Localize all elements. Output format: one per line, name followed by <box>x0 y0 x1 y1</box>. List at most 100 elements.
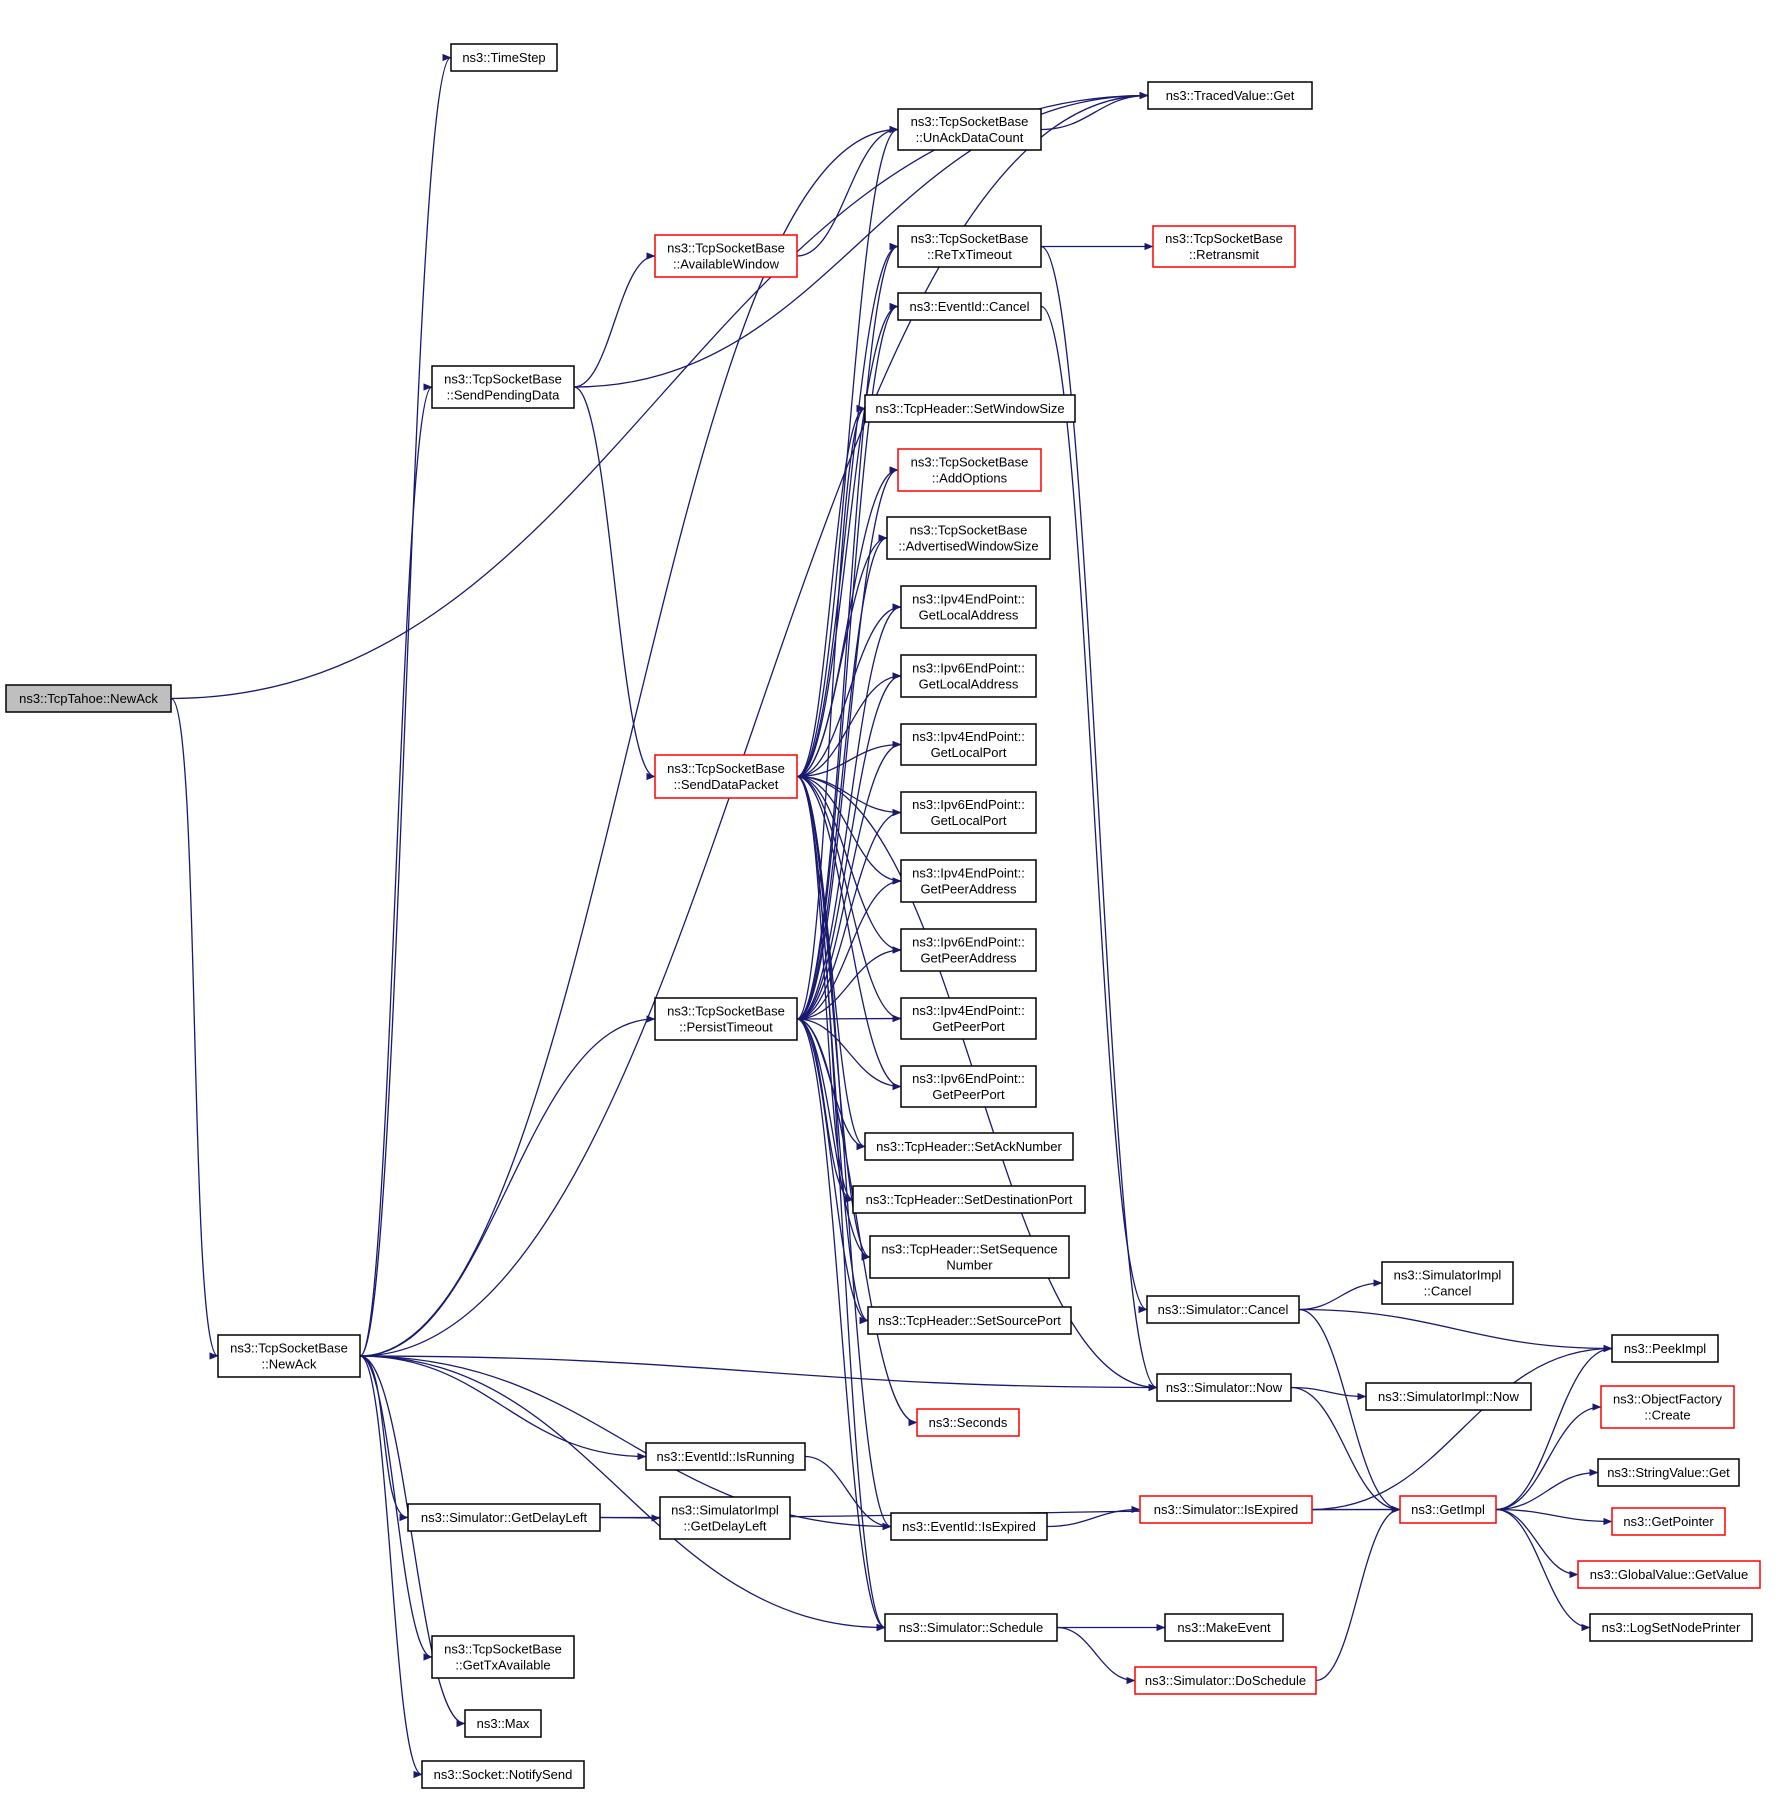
node-ip6localport[interactable]: ns3::Ipv6EndPoint::GetLocalPort <box>900 791 1037 834</box>
node-label: ns3::TcpHeader::SetDestinationPort <box>866 1192 1073 1207</box>
edge-newack-to-isexpired <box>359 1355 892 1531</box>
node-label: ns3::TcpHeader::SetSourcePort <box>878 1313 1061 1328</box>
node-box <box>897 292 1042 321</box>
node-newack[interactable]: ns3::TcpSocketBase::NewAck <box>217 1334 361 1378</box>
node-box <box>1139 1495 1313 1524</box>
edge-arrow <box>1298 1308 1613 1353</box>
node-box <box>900 928 1037 972</box>
edge-arrow <box>1495 1508 1579 1579</box>
node-gettx[interactable]: ns3::TcpSocketBase::GetTxAvailable <box>431 1635 575 1679</box>
node-schedule[interactable]: ns3::Simulator::Schedule <box>884 1613 1058 1642</box>
edge-newack-to-getdelayleft <box>359 1355 409 1522</box>
node-globalval[interactable]: ns3::GlobalValue::GetValue <box>1577 1560 1761 1589</box>
edge-simcancel-to-peekimpl <box>1298 1308 1613 1353</box>
node-peekimpl[interactable]: ns3::PeekImpl <box>1611 1334 1719 1363</box>
node-notifysend[interactable]: ns3::Socket::NotifySend <box>421 1760 585 1789</box>
node-simimplnow[interactable]: ns3::SimulatorImpl::Now <box>1365 1382 1532 1411</box>
edge-arrow <box>359 1355 886 1632</box>
node-ip4peeraddr[interactable]: ns3::Ipv4EndPoint::GetPeerAddress <box>900 859 1037 903</box>
edge-arrow <box>1046 1505 1141 1528</box>
node-availwin[interactable]: ns3::TcpSocketBase::AvailableWindow <box>654 234 798 278</box>
edge-arrow <box>573 91 1149 388</box>
node-isrunning[interactable]: ns3::EventId::IsRunning <box>645 1442 806 1471</box>
edge-arrow <box>1311 1344 1613 1511</box>
edge-arrow <box>1040 91 1149 131</box>
node-label: Number <box>946 1258 993 1273</box>
node-sendpending[interactable]: ns3::TcpSocketBase::SendPendingData <box>431 365 575 409</box>
node-label: ::AddOptions <box>932 471 1008 486</box>
node-label: ns3::Simulator::GetDelayLeft <box>421 1510 588 1525</box>
node-label: ns3::TcpHeader::SetWindowSize <box>875 401 1064 416</box>
node-setwindow[interactable]: ns3::TcpHeader::SetWindowSize <box>864 394 1076 423</box>
node-timestep[interactable]: ns3::TimeStep <box>450 43 558 72</box>
node-label: ns3::StringValue::Get <box>1607 1465 1730 1480</box>
node-simimplcancel[interactable]: ns3::SimulatorImpl::Cancel <box>1381 1261 1514 1305</box>
node-stringval[interactable]: ns3::StringValue::Get <box>1597 1458 1740 1487</box>
node-retxtimeout[interactable]: ns3::TcpSocketBase::ReTxTimeout <box>897 225 1042 268</box>
nodes-layer: ns3::TcpTahoe::NewAck ns3::TimeStepns3::T… <box>5 43 1761 1789</box>
node-makeevent[interactable]: ns3::MakeEvent <box>1164 1613 1284 1642</box>
edge-persist-to-ip4peeraddr <box>796 877 902 1020</box>
node-isexpired[interactable]: ns3::EventId::IsExpired <box>890 1512 1048 1541</box>
node-label: ns3::Ipv6EndPoint:: <box>912 935 1025 950</box>
node-box <box>1147 81 1313 110</box>
edge-arrow <box>796 775 902 954</box>
node-senddata[interactable]: ns3::TcpSocketBase::SendDataPacket <box>654 754 798 799</box>
node-box <box>217 1334 361 1378</box>
edge-arrow <box>1298 1279 1383 1311</box>
node-simisexpired[interactable]: ns3::Simulator::IsExpired <box>1139 1495 1313 1524</box>
node-box <box>864 1132 1074 1161</box>
node-setdest[interactable]: ns3::TcpHeader::SetDestinationPort <box>852 1185 1086 1214</box>
node-box <box>1611 1507 1726 1536</box>
node-label: ns3::Simulator::Cancel <box>1158 1302 1289 1317</box>
node-setack[interactable]: ns3::TcpHeader::SetAckNumber <box>864 1132 1074 1161</box>
node-box <box>1156 1373 1292 1402</box>
node-label: ns3::Ipv6EndPoint:: <box>912 1071 1025 1086</box>
node-ip6peeraddr[interactable]: ns3::Ipv6EndPoint::GetPeerAddress <box>900 928 1037 972</box>
node-setsrc[interactable]: ns3::TcpHeader::SetSourcePort <box>867 1306 1072 1335</box>
edge-arrow <box>796 672 902 1020</box>
edge-senddata-to-evcancel <box>796 302 899 778</box>
node-ip4peerport[interactable]: ns3::Ipv4EndPoint::GetPeerPort <box>900 997 1037 1040</box>
node-label: ns3::EventId::IsExpired <box>902 1519 1036 1534</box>
node-label: ns3::GlobalValue::GetValue <box>1590 1567 1749 1582</box>
node-unack[interactable]: ns3::TcpSocketBase::UnAckDataCount <box>897 108 1042 151</box>
node-logsetnode[interactable]: ns3::LogSetNodePrinter <box>1589 1613 1753 1642</box>
edge-persist-to-retxtimeout <box>796 243 899 1020</box>
node-ip4localaddr[interactable]: ns3::Ipv4EndPoint::GetLocalAddress <box>900 585 1037 629</box>
edge-senddata-to-ip6peeraddr <box>796 775 902 954</box>
node-label: ns3::TcpHeader::SetAckNumber <box>876 1139 1062 1154</box>
node-getpointer[interactable]: ns3::GetPointer <box>1611 1507 1726 1536</box>
node-addoptions[interactable]: ns3::TcpSocketBase::AddOptions <box>897 448 1042 492</box>
node-advwin[interactable]: ns3::TcpSocketBase::AdvertisedWindowSize <box>886 516 1051 560</box>
node-ip4localport[interactable]: ns3::Ipv4EndPoint::GetLocalPort <box>900 723 1037 766</box>
node-box <box>897 448 1042 492</box>
node-simcancel[interactable]: ns3::Simulator::Cancel <box>1146 1295 1300 1324</box>
node-ip6peerport[interactable]: ns3::Ipv6EndPoint::GetPeerPort <box>900 1065 1037 1108</box>
edge-newack-to-unack <box>359 125 899 1357</box>
edge-newack-to-traced <box>359 91 1149 1357</box>
node-ip6localaddr[interactable]: ns3::Ipv6EndPoint::GetLocalAddress <box>900 654 1037 698</box>
edge-persist-to-schedule <box>796 1018 886 1631</box>
node-tahoe[interactable]: ns3::TcpTahoe::NewAck <box>5 684 172 713</box>
node-doschedule[interactable]: ns3::Simulator::DoSchedule <box>1134 1666 1317 1695</box>
node-traced[interactable]: ns3::TracedValue::Get <box>1147 81 1313 110</box>
edge-arrow <box>796 1018 902 1091</box>
node-label: ns3::TcpTahoe::NewAck <box>19 691 158 706</box>
node-persist[interactable]: ns3::TcpSocketBase::PersistTimeout <box>654 997 798 1041</box>
node-label: ns3::Ipv6EndPoint:: <box>912 661 1025 676</box>
node-simnow[interactable]: ns3::Simulator::Now <box>1156 1373 1292 1402</box>
node-label: ns3::Socket::NotifySend <box>434 1767 573 1782</box>
node-max[interactable]: ns3::Max <box>464 1709 542 1738</box>
node-box <box>407 1503 601 1532</box>
edge-arrow <box>796 534 888 778</box>
node-getimpl[interactable]: ns3::GetImpl <box>1399 1495 1497 1524</box>
node-retransmit[interactable]: ns3::TcpSocketBase::Retransmit <box>1152 225 1296 268</box>
node-objfactory[interactable]: ns3::ObjectFactory::Create <box>1600 1385 1735 1429</box>
node-getdelayleft[interactable]: ns3::Simulator::GetDelayLeft <box>407 1503 601 1532</box>
node-evcancel[interactable]: ns3::EventId::Cancel <box>897 292 1042 321</box>
node-seconds[interactable]: ns3::Seconds <box>916 1408 1020 1437</box>
edges-layer <box>170 54 1613 1778</box>
node-simimpldelay[interactable]: ns3::SimulatorImpl::GetDelayLeft <box>659 1496 791 1540</box>
